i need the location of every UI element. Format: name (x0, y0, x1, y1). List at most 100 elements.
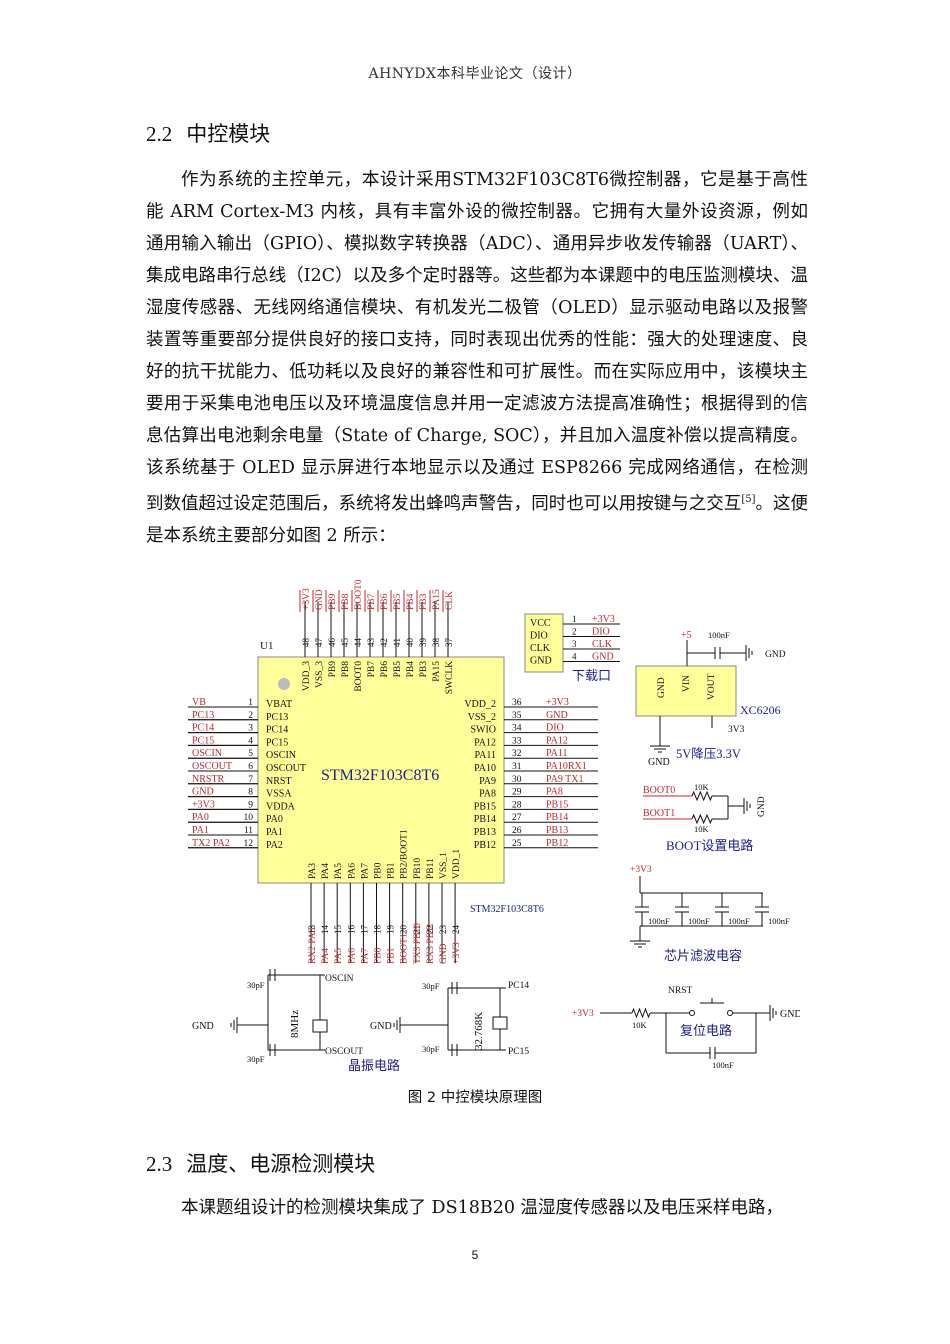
net-label: PB4 (406, 593, 416, 610)
pin-number: 29 (512, 788, 522, 798)
pin-name: PA5 (334, 863, 344, 879)
pin-number: 38 (431, 638, 441, 648)
header-pin-name: VCC (530, 618, 551, 629)
reg-pin-gnd: GND (657, 677, 667, 698)
cap-value: 100nF (712, 1060, 734, 1070)
net-label: NRST (668, 986, 692, 996)
pin-number: 39 (418, 638, 428, 648)
net-label: PA10RX1 (546, 761, 587, 772)
pin-number: 26 (512, 826, 522, 836)
header-pin-name: CLK (530, 643, 551, 654)
pin-name: PB15 (474, 801, 496, 812)
net-label: PA4 (321, 948, 331, 964)
pin-number: 32 (512, 749, 522, 759)
pin-number: 18 (373, 925, 383, 935)
pin-name: PA2 (266, 840, 283, 851)
download-label: 下载口 (572, 668, 611, 683)
net-label: TX3 PB10 (413, 923, 423, 964)
net-label: OSCOUT (192, 761, 232, 772)
pin-number: 9 (248, 800, 253, 810)
pin-name: PA1 (266, 827, 283, 838)
pin-number: 11 (244, 826, 253, 836)
net-label: TX2 PA2 (192, 838, 230, 849)
pin-name: OSCOUT (266, 763, 306, 774)
paragraph-text: 本课题组设计的检测模块集成了 DS18B20 温湿度传感器以及电压采样电路， (181, 1198, 784, 1218)
pin-number: 3 (248, 724, 253, 734)
net-label: GND (439, 943, 449, 964)
resistor-value: 10K (694, 824, 710, 834)
crystal-frequency: 32.768K (473, 1012, 485, 1050)
pin-number: 19 (386, 925, 396, 935)
pin-number: 16 (346, 925, 356, 935)
section-number: 2.2 (146, 122, 173, 146)
pin-number: 12 (244, 839, 254, 849)
switch-contact (727, 1010, 733, 1016)
net-label: +3V3 (452, 942, 462, 964)
paragraph-text: 作为系统的主控单元，本设计采用STM32F103C8T6微控制器，它是基于高性能… (146, 170, 808, 514)
reg-pin-vout: VOUT (707, 673, 717, 700)
net-label: GND (192, 787, 214, 798)
pin-name: PB6 (380, 661, 390, 678)
pin-number: 33 (512, 736, 522, 746)
pin-name: VDDA (266, 801, 296, 812)
net-label: RX3 PB11 (426, 923, 436, 964)
net-label: OSCIN (192, 748, 222, 759)
net-label: CLK (445, 591, 455, 610)
cap-value: 100nF (648, 916, 670, 926)
net-label: DIO (592, 627, 610, 638)
pin-number: 1 (248, 698, 253, 708)
net-label: CLK (592, 639, 613, 650)
crystal (492, 1016, 508, 1030)
header-pin-name: GND (530, 656, 552, 667)
net-label: PA11 (546, 748, 568, 759)
net-label: OSCIN (325, 974, 354, 984)
filter-label: 芯片滤波电容 (664, 948, 742, 963)
net-label: BOOT1 (400, 933, 410, 964)
net-label: PB8 (341, 593, 351, 610)
pin-number: 8 (248, 788, 253, 798)
section-number: 2.3 (146, 1152, 173, 1176)
cap-value: 30pF (422, 981, 440, 991)
pin-name: PB12 (474, 840, 496, 851)
net-label: PA5 (334, 948, 344, 964)
net-label: GND (315, 589, 325, 610)
body-paragraph-1: 作为系统的主控单元，本设计采用STM32F103C8T6微控制器，它是基于高性能… (146, 164, 808, 552)
net-label: +3V3 (592, 614, 615, 625)
pin-name: PA8 (479, 789, 496, 800)
pin-name: VSS_2 (468, 712, 496, 723)
pin-number: 22 (425, 925, 435, 934)
pin-number: 40 (405, 638, 415, 648)
net-label: PC14 (508, 981, 529, 991)
pin-name: PA10 (474, 763, 496, 774)
header-pin-name: DIO (530, 631, 548, 642)
regulator-body (635, 665, 737, 717)
pin-name: VDD_2 (464, 699, 496, 710)
citation: [5] (741, 494, 756, 505)
pin-name: PB4 (406, 661, 416, 678)
pin-number: 4 (572, 652, 577, 662)
net-label: PB15 (546, 799, 568, 810)
reset-label: 复位电路 (680, 1023, 732, 1038)
pin-name: PC14 (266, 725, 288, 736)
net-label: PA8 (546, 787, 563, 798)
pin-name: PB3 (419, 661, 429, 678)
net-label: NRSTR (192, 774, 225, 785)
chip-name: STM32F103C8T6 (321, 767, 439, 784)
paragraph-tail: 。这便是本系统主要部分如图 2 所示： (146, 493, 809, 546)
net-label: +3V3 (302, 588, 312, 610)
pin-name: PB10 (413, 858, 423, 879)
net-label: PC14 (192, 723, 214, 734)
regulator-part: XC6206 (740, 703, 781, 717)
pin-number: 25 (512, 839, 522, 849)
net-label: +3V3 (630, 865, 652, 875)
cap-value: 100nF (708, 630, 730, 640)
gnd-label: GND (192, 1021, 214, 1032)
pin-number: 1 (572, 614, 577, 624)
pin-number: 36 (512, 698, 522, 708)
net-label: OSCOUT (325, 1047, 363, 1057)
net-label: PB13 (546, 825, 568, 836)
pin-name: SWCLK (445, 661, 455, 694)
pin-number: 21 (412, 925, 422, 934)
